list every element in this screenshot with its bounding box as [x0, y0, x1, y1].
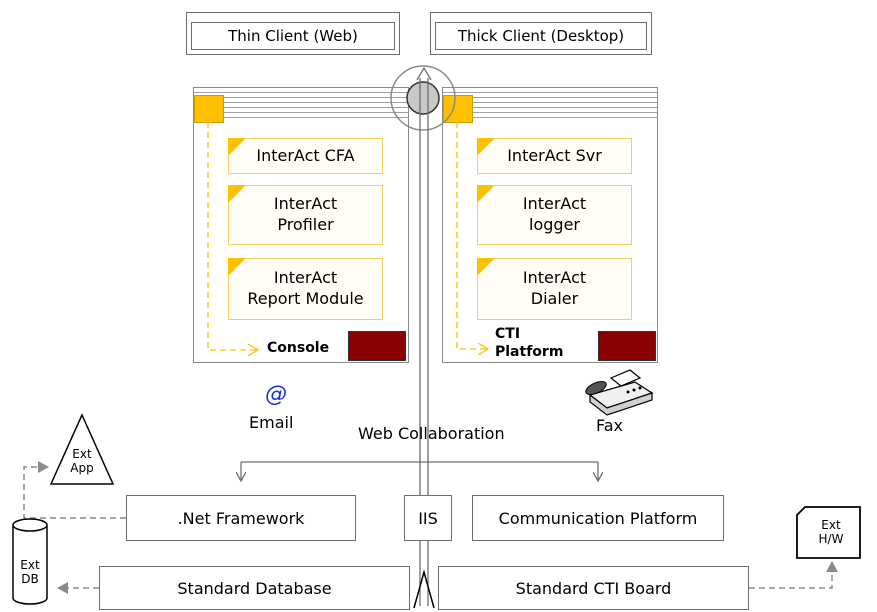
module-interact-profiler: InterAct Profiler	[228, 185, 383, 245]
module-label: logger	[529, 215, 580, 234]
cti-platform-label-line2: Platform	[495, 344, 564, 360]
ext-hw-label: Ext H/W	[818, 518, 844, 546]
cti-flow-arrow	[456, 122, 488, 349]
cti-platform-label-line1: CTI	[495, 326, 521, 342]
iis-box: IIS	[404, 495, 452, 541]
console-maroon-block	[348, 331, 406, 361]
fax-icon	[585, 369, 654, 416]
module-label: Dialer	[530, 289, 579, 308]
console-panel-corner	[194, 95, 224, 123]
standard-cti-board-box: Standard CTI Board	[438, 566, 749, 610]
email-icon: @	[265, 382, 287, 407]
hub-outer-ring	[390, 65, 456, 131]
hub-inner-circle	[406, 81, 440, 115]
module-label: Report Module	[247, 289, 364, 308]
base-peak	[413, 569, 435, 609]
ext-app-triangle	[49, 413, 115, 485]
fax-label: Fax	[596, 416, 624, 435]
communication-platform-box: Communication Platform	[472, 495, 724, 541]
module-label: InterAct	[273, 268, 338, 288]
console-panel-header	[194, 88, 408, 120]
cti-to-ext-hw-arrow	[749, 561, 838, 589]
module-interact-cfa: InterAct CFA	[228, 138, 383, 174]
module-interact-logger: InterAct logger	[477, 185, 632, 245]
module-label: InterAct	[273, 194, 338, 214]
ext-hw-card	[796, 506, 861, 559]
net-to-ext-app-arrow	[23, 461, 126, 519]
cti-platform-panel: InterAct Svr InterAct logger InterAct Di…	[442, 87, 658, 363]
cti-maroon-block	[598, 331, 656, 361]
module-label: InterAct CFA	[256, 145, 355, 165]
module-label: Profiler	[277, 215, 334, 234]
console-flow-arrow	[207, 122, 258, 350]
ext-db-label: Ext DB	[20, 558, 40, 586]
cti-panel-header	[443, 88, 657, 120]
thick-client-box: Thick Client (Desktop)	[430, 12, 652, 55]
module-label: InterAct	[522, 268, 587, 288]
module-interact-dialer: InterAct Dialer	[477, 258, 632, 320]
module-interact-svr: InterAct Svr	[477, 138, 632, 174]
thick-client-label: Thick Client (Desktop)	[435, 22, 647, 50]
email-label: Email	[249, 413, 294, 432]
console-label: Console	[267, 340, 330, 356]
ext-db-cylinder	[12, 518, 48, 605]
console-panel: InterAct CFA InterAct Profiler InterAct …	[193, 87, 409, 363]
standard-database-box: Standard Database	[99, 566, 410, 610]
module-label: InterAct	[522, 194, 587, 214]
module-label: InterAct Svr	[507, 145, 602, 165]
central-arrow-head	[416, 66, 432, 81]
net-framework-box: .Net Framework	[126, 495, 356, 541]
thin-client-label: Thin Client (Web)	[191, 22, 395, 50]
thin-client-box: Thin Client (Web)	[186, 12, 400, 55]
module-interact-report: InterAct Report Module	[228, 258, 383, 320]
ext-app-label: Ext App	[70, 447, 94, 475]
web-collaboration-label: Web Collaboration	[358, 424, 505, 443]
